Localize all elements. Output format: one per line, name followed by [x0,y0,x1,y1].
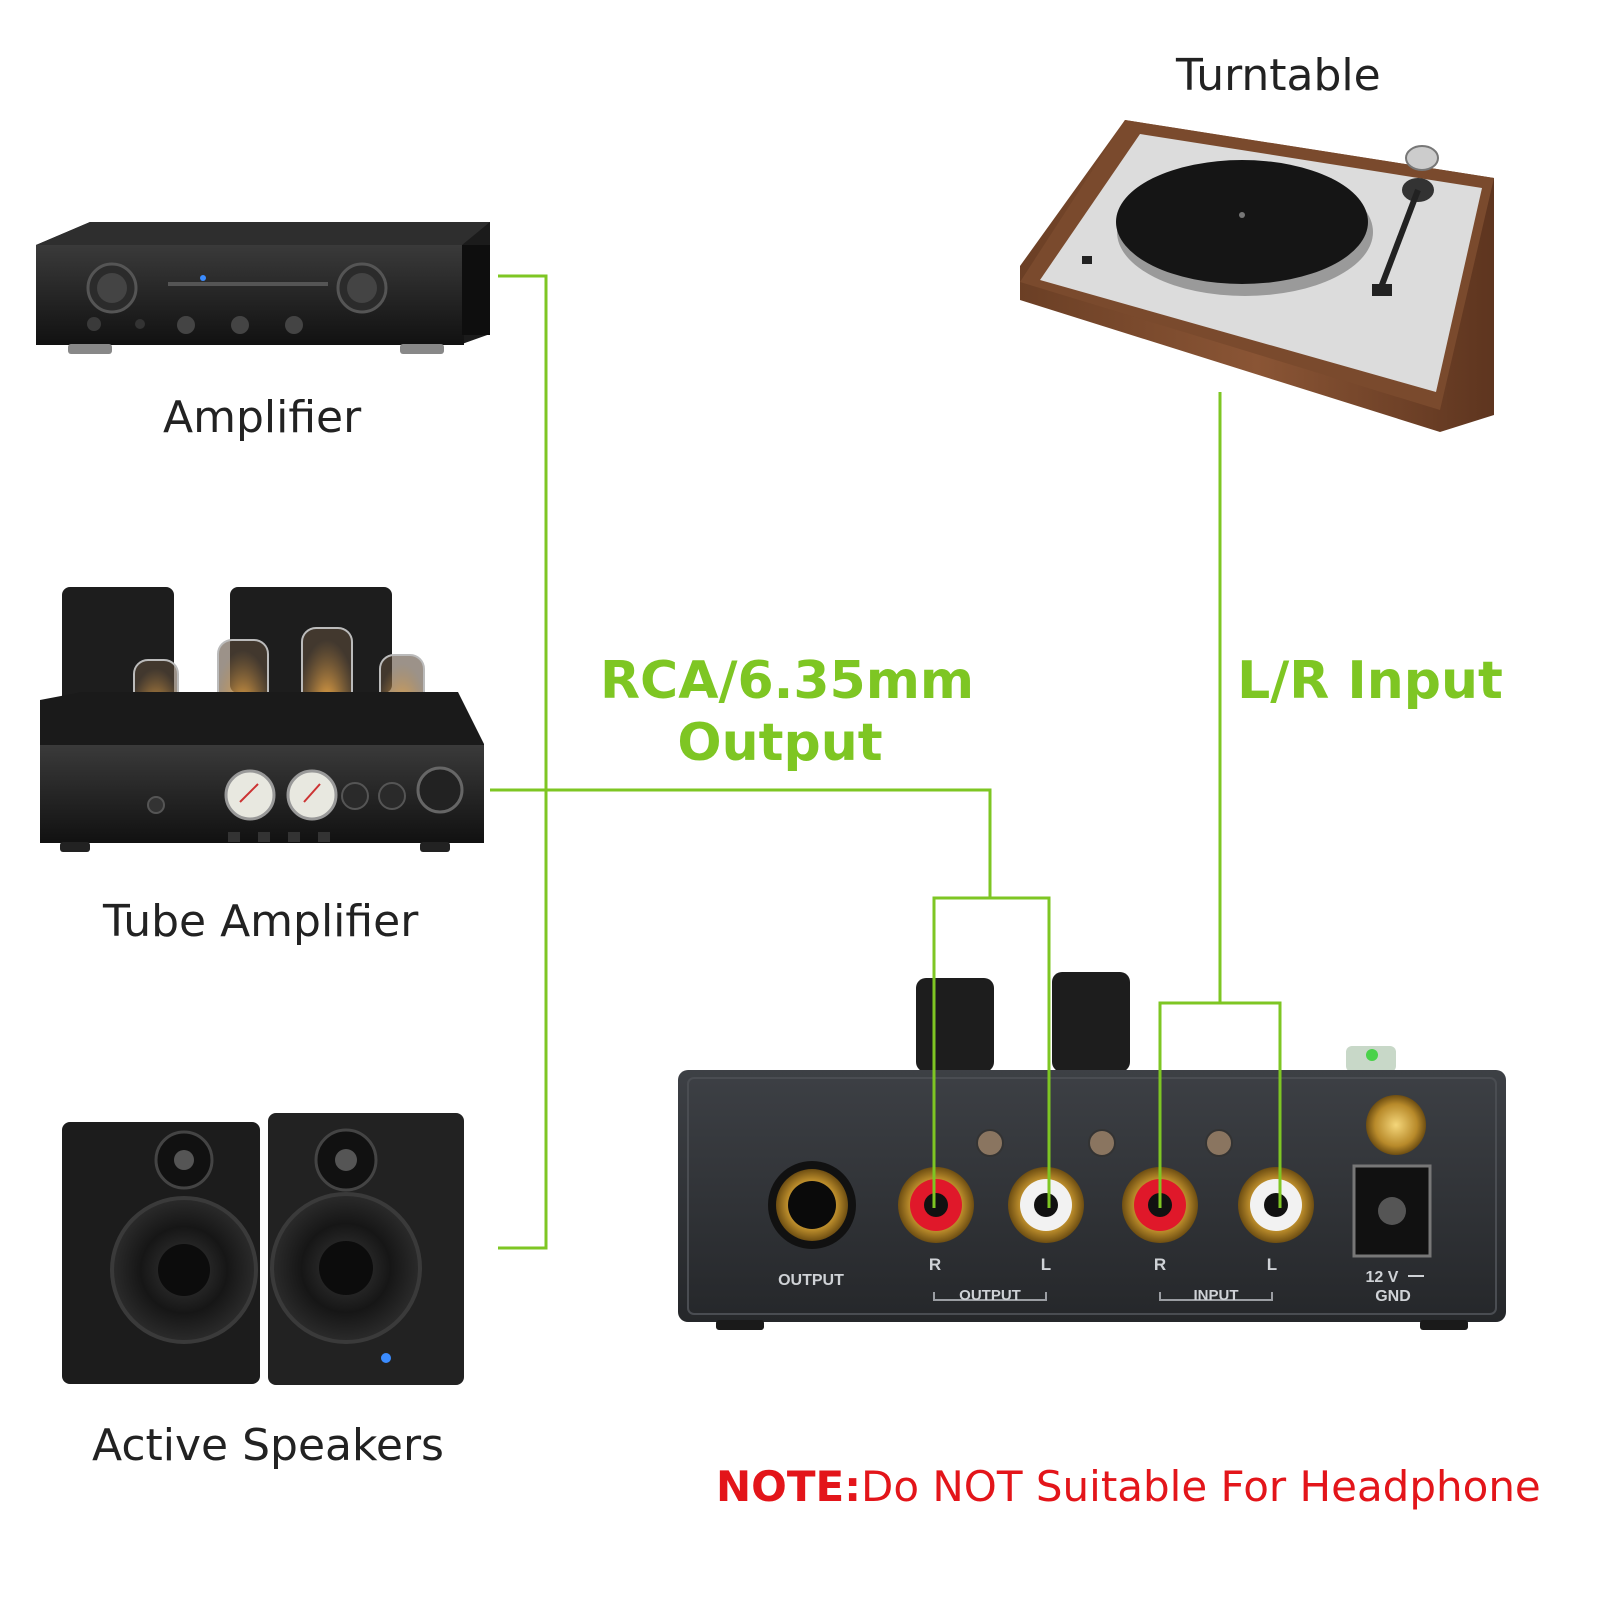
power-voltage-label: 12 V [1366,1269,1399,1286]
turntable-image [1020,120,1494,432]
output-connector-lines [490,274,1051,1250]
output-r-label: R [929,1255,941,1274]
output-connection-line2: Output [677,713,883,773]
input-connector-lines [1158,392,1282,1208]
active-speakers-image [62,1113,464,1385]
phono-preamp-image: OUTPUT R L OUTPUT R L INPUT 12 V GND [678,972,1506,1330]
output-group-label: OUTPUT [959,1287,1021,1304]
note-text: Do NOT Suitable For Headphone [861,1462,1541,1511]
output-jack-label: OUTPUT [778,1272,844,1289]
output-connection-line1: RCA/6.35mm [600,651,975,711]
tube-amplifier-image [40,587,484,852]
power-gnd-label: GND [1375,1288,1411,1305]
active-speakers-label: Active Speakers [92,1420,444,1471]
input-connection-label: L/R Input [1237,651,1503,711]
amplifier-image [36,222,490,354]
input-l-label: L [1267,1255,1277,1274]
output-l-label: L [1041,1255,1051,1274]
headphone-warning-note: NOTE:Do NOT Suitable For Headphone [716,1462,1541,1511]
turntable-label: Turntable [1176,50,1381,101]
amplifier-label: Amplifier [163,392,362,443]
input-group-label: INPUT [1194,1287,1239,1304]
note-prefix: NOTE: [716,1462,861,1511]
input-r-label: R [1154,1255,1166,1274]
tube-amplifier-label: Tube Amplifier [103,896,419,947]
output-connection-label: RCA/6.35mm Output [600,650,975,774]
